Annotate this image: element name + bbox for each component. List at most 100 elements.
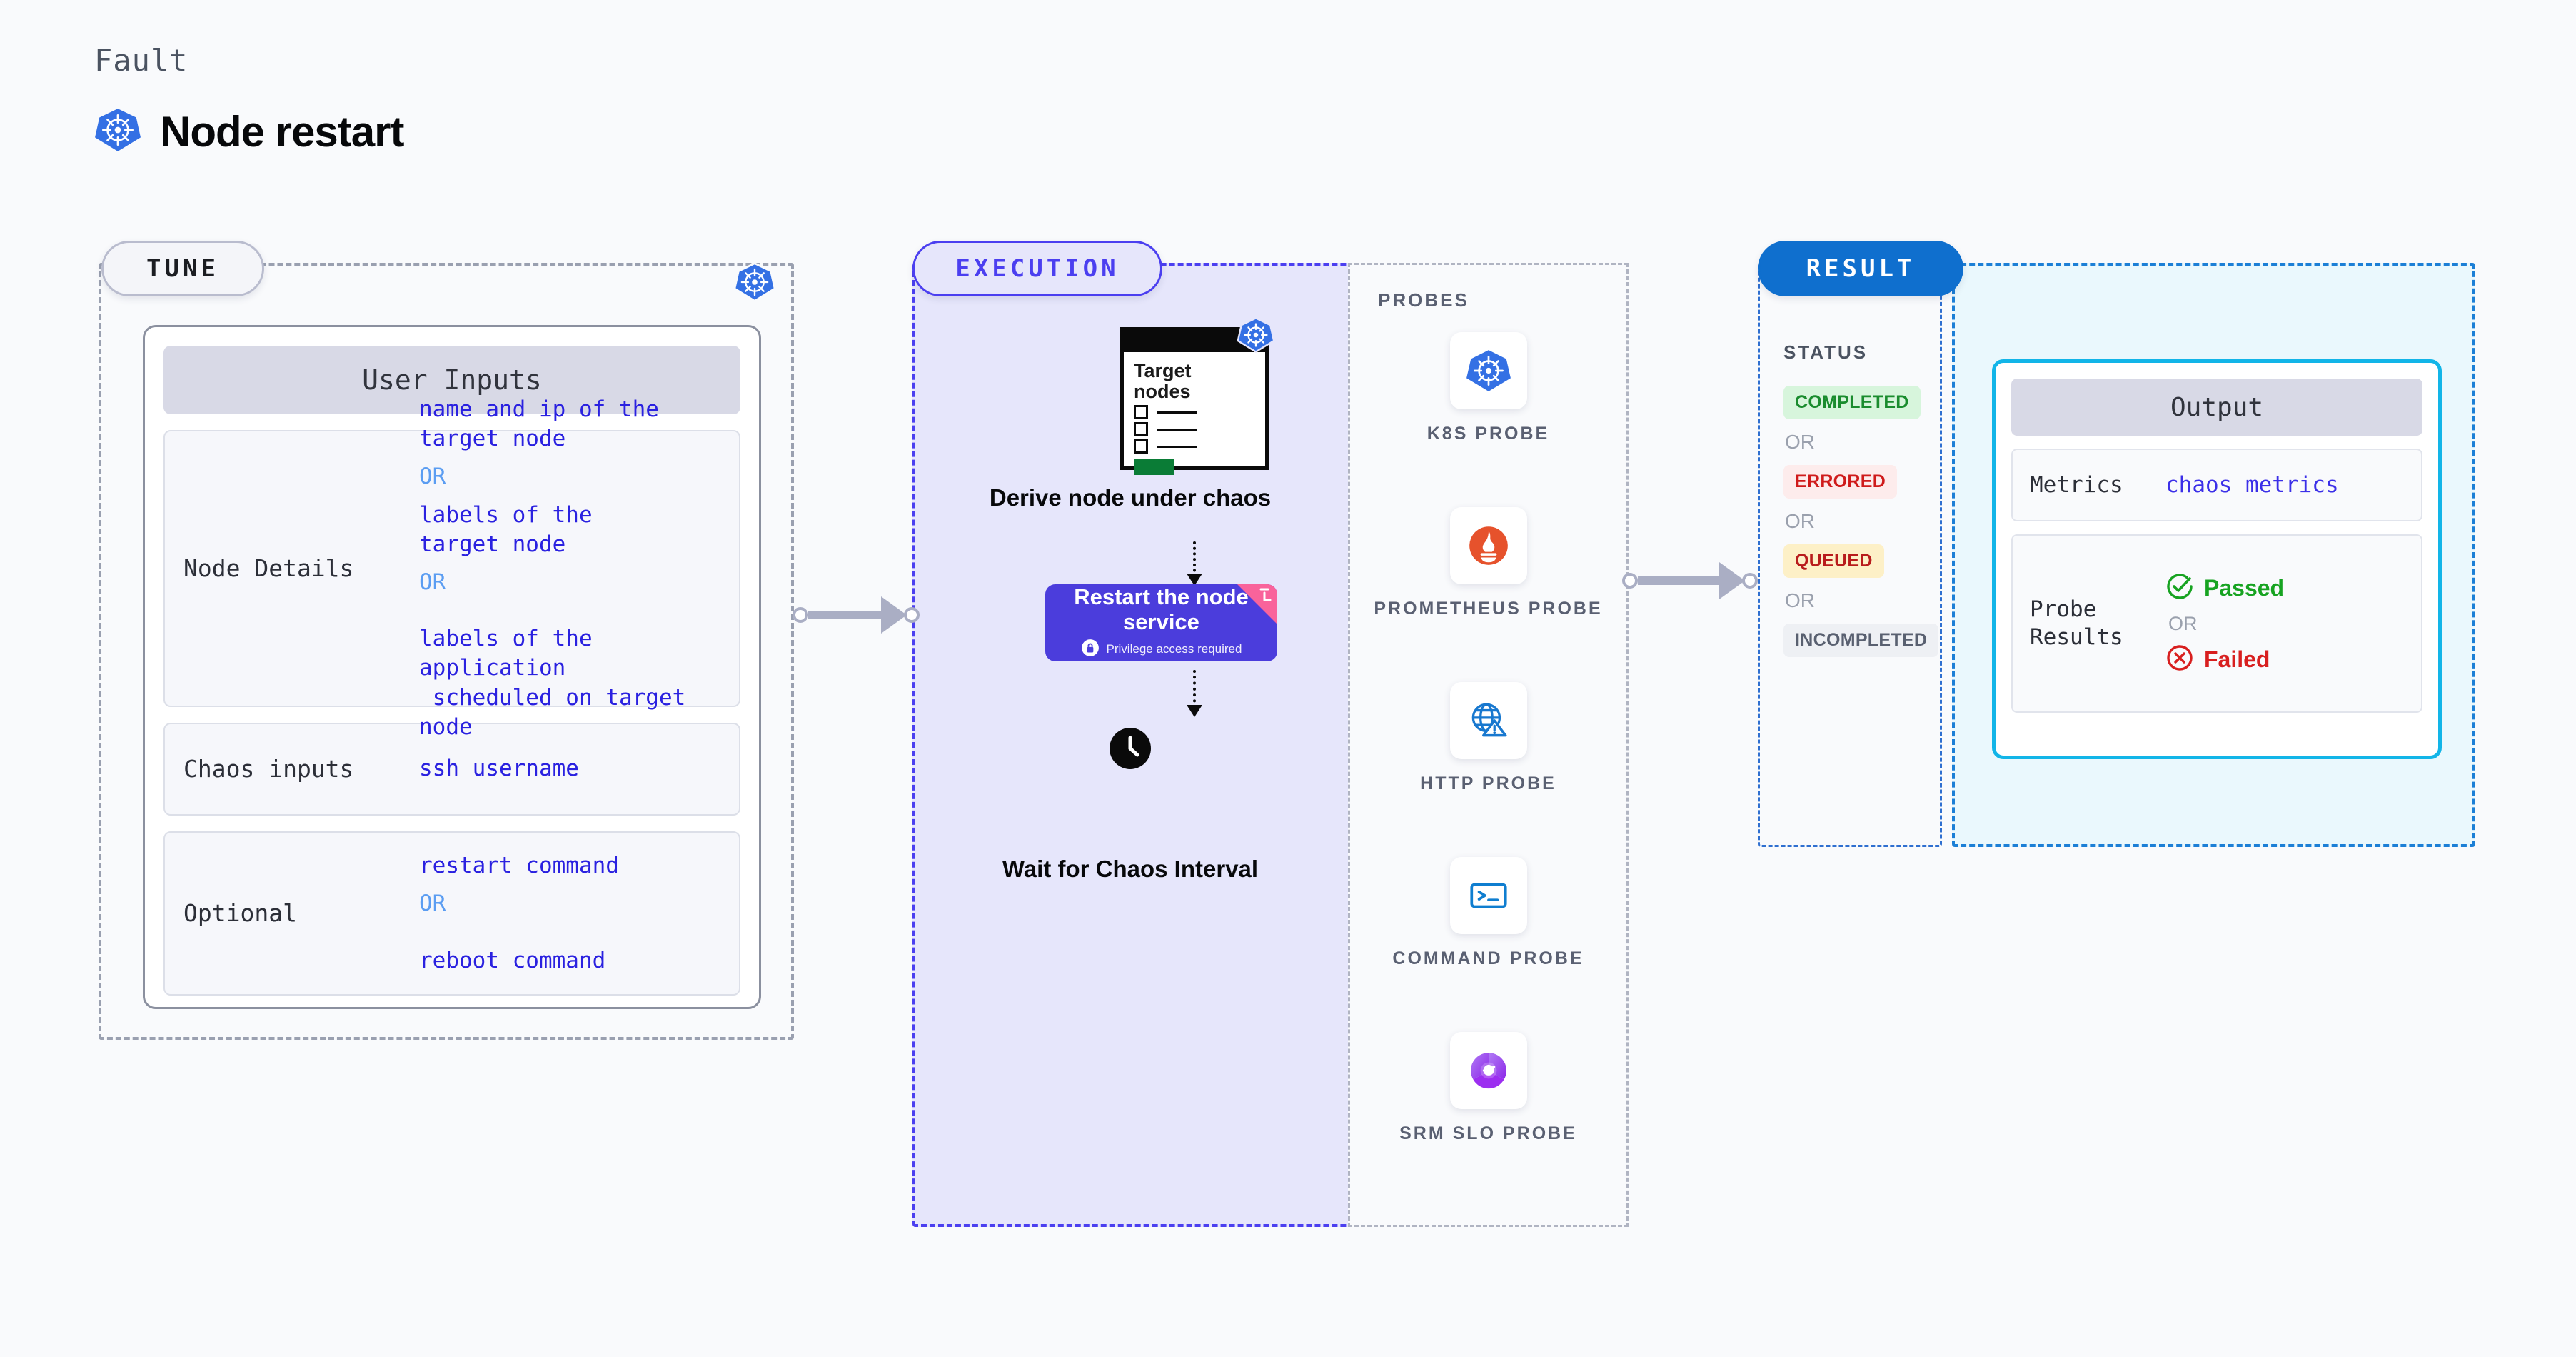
or-separator: OR <box>419 891 446 917</box>
flow-arrow <box>1187 670 1202 717</box>
input-row-values: ssh username <box>419 754 579 783</box>
connector-line <box>1638 576 1721 585</box>
step-label-derive: Derive node under chaos <box>989 484 1272 511</box>
fault-eyebrow: Fault <box>94 43 188 78</box>
or-separator: OR <box>1785 510 1815 532</box>
lock-icon <box>1081 639 1100 661</box>
or-separator: OR <box>1785 431 1815 453</box>
user-inputs-card: User Inputs Node Details name and ip of … <box>143 325 761 1009</box>
probe-label: SRM SLO PROBE <box>1399 1123 1577 1143</box>
or-separator: OR <box>419 569 446 595</box>
input-row-chaos-inputs: Chaos inputs ssh username <box>163 723 740 816</box>
probe-item-srm-slo[interactable]: SRM SLO PROBE <box>1348 1032 1629 1145</box>
page-title: Node restart <box>160 108 404 156</box>
srm-slo-icon <box>1449 1032 1527 1109</box>
status-title: STATUS <box>1783 341 1868 363</box>
checkbox-icon <box>1134 439 1148 454</box>
input-row-optional: Optional restart command OR reboot comma… <box>163 831 740 996</box>
status-badge-completed: COMPLETED <box>1783 386 1921 419</box>
status-badge-queued: QUEUED <box>1783 544 1884 578</box>
or-separator: OR <box>419 464 446 490</box>
clock-icon <box>1109 727 1152 773</box>
probe-label: PROMETHEUS PROBE <box>1374 599 1603 619</box>
globe-warning-icon <box>1449 682 1527 759</box>
probe-label: COMMAND PROBE <box>1392 948 1584 968</box>
checkbox-row <box>1124 436 1265 454</box>
kubernetes-icon <box>1237 316 1275 357</box>
stage-badge-execution[interactable]: EXECUTION <box>912 241 1162 296</box>
probe-result-failed: Failed <box>2165 644 2284 676</box>
input-row-key: Chaos inputs <box>183 755 354 783</box>
connector-execution-to-result <box>1622 562 1758 599</box>
submit-button-graphic <box>1134 459 1174 476</box>
input-value: labels of the application scheduled on t… <box>419 626 686 740</box>
kubernetes-icon <box>1449 332 1527 409</box>
placeholder-line <box>1157 411 1197 414</box>
placeholder-line <box>1157 445 1197 448</box>
probe-result-values: Passed OR Failed <box>2165 572 2284 676</box>
check-circle-icon <box>2165 572 2194 604</box>
tune-stage-frame <box>99 263 794 1040</box>
flow-arrow <box>1187 541 1202 586</box>
title-row: Node restart <box>94 106 404 157</box>
connector-end-dot <box>1742 573 1758 589</box>
status-badge-incompleted: INCOMPLETED <box>1783 624 1939 657</box>
input-value: restart command <box>419 853 619 879</box>
or-separator: OR <box>2168 612 2198 634</box>
status-badge-errored: ERRORED <box>1783 465 1898 499</box>
input-row-key: Optional <box>183 899 297 928</box>
input-value: ssh username <box>419 756 579 782</box>
x-circle-icon <box>2165 644 2194 676</box>
connector-arrowhead <box>1719 562 1745 599</box>
probes-title: PROBES <box>1378 289 1469 311</box>
input-row-key: Node Details <box>183 554 354 583</box>
status-list: COMPLETED OR ERRORED OR QUEUED OR INCOMP… <box>1783 386 1939 657</box>
probe-item-prometheus[interactable]: PROMETHEUS PROBE <box>1348 507 1629 620</box>
probe-label: K8S PROBE <box>1427 424 1550 444</box>
probe-label: HTTP PROBE <box>1420 773 1556 793</box>
probe-result-passed: Passed <box>2165 572 2284 604</box>
step-label-wait: Wait for Chaos Interval <box>1002 856 1259 882</box>
probe-result-label: Failed <box>2204 646 2270 672</box>
checkbox-row <box>1124 402 1265 420</box>
connector-start-dot <box>793 607 808 623</box>
privilege-note: Privilege access required <box>1106 642 1242 656</box>
stage-badge-tune[interactable]: TUNE <box>101 241 264 296</box>
probe-item-k8s[interactable]: K8S PROBE <box>1348 332 1629 445</box>
output-row-value: chaos metrics <box>2165 472 2339 498</box>
privilege-row: Privilege access required <box>1081 639 1242 661</box>
terminal-icon <box>1449 857 1527 934</box>
checkbox-icon <box>1134 405 1148 420</box>
connector-end-dot <box>904 607 920 623</box>
probe-item-http[interactable]: HTTP PROBE <box>1348 682 1629 795</box>
input-value: reboot command <box>419 947 606 973</box>
connector-arrowhead <box>881 596 907 634</box>
kubernetes-icon <box>94 106 141 157</box>
page-header: Fault Node restart <box>94 43 404 157</box>
stage-badge-result[interactable]: RESULT <box>1758 241 1963 296</box>
timer-ribbon-icon <box>1237 584 1277 624</box>
probe-item-command[interactable]: COMMAND PROBE <box>1348 857 1629 970</box>
prometheus-icon <box>1449 507 1527 584</box>
checkbox-row <box>1124 419 1265 437</box>
connector-line <box>808 611 882 619</box>
probe-result-label: Passed <box>2204 574 2285 601</box>
input-row-values: restart command OR reboot command <box>419 851 619 976</box>
placeholder-line <box>1157 428 1197 431</box>
output-row-key: Metrics <box>2030 471 2123 498</box>
or-separator: OR <box>1785 589 1815 611</box>
output-row-metrics: Metrics chaos metrics <box>2011 449 2422 521</box>
checkbox-icon <box>1134 422 1148 437</box>
connector-tune-to-execution <box>793 596 920 634</box>
